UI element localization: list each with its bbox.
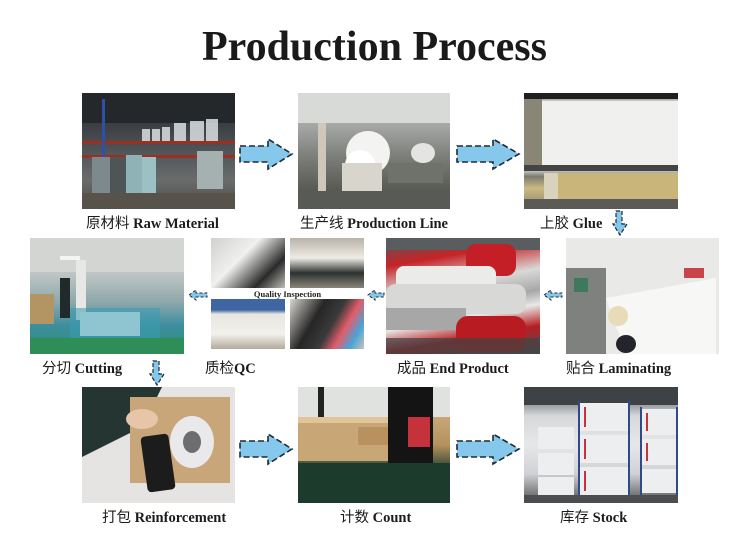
- end-product-photo: [386, 238, 540, 354]
- qc-thickness-photo: [211, 238, 285, 288]
- qc-tensile-photo: [211, 299, 285, 349]
- arrow-right-icon: [456, 432, 521, 466]
- arrow-down-icon: [612, 210, 628, 236]
- caption-cutting: 分切 Cutting: [42, 361, 123, 377]
- caption-count: 计数 Count: [340, 510, 412, 526]
- arrow-left-icon: [543, 289, 563, 301]
- arrow-right-icon: [239, 137, 294, 171]
- caption-end-product: 成品 End Product: [397, 361, 509, 377]
- arrow-down-icon: [149, 360, 165, 386]
- reinforcement-photo: [82, 387, 235, 503]
- caption-qc: 质检QC: [205, 361, 256, 377]
- caption-stock: 库存 Stock: [560, 510, 628, 526]
- raw-material-photo: [82, 93, 235, 209]
- caption-production-line: 生产线 Production Line: [300, 216, 448, 232]
- qc-scale-photo: [290, 238, 364, 288]
- caption-raw-material: 原材料 Raw Material: [86, 216, 219, 232]
- stock-photo: [524, 387, 678, 503]
- arrow-left-icon: [188, 289, 208, 301]
- arrow-right-icon: [456, 137, 521, 171]
- production-line-photo: [298, 93, 450, 209]
- qc-printer-photo: [290, 299, 364, 349]
- caption-reinforcement: 打包 Reinforcement: [102, 510, 227, 526]
- count-photo: [298, 387, 450, 503]
- arrow-right-icon: [239, 432, 294, 466]
- caption-glue: 上胶 Glue: [540, 216, 603, 232]
- arrow-left-icon: [367, 289, 385, 301]
- laminating-photo: [566, 238, 719, 354]
- caption-laminating: 贴合 Laminating: [566, 361, 672, 377]
- glue-photo: [524, 93, 678, 209]
- cutting-photo: [30, 238, 184, 354]
- quality-inspection-label: Quality Inspection: [253, 289, 322, 299]
- page-title: Production Process: [202, 24, 547, 70]
